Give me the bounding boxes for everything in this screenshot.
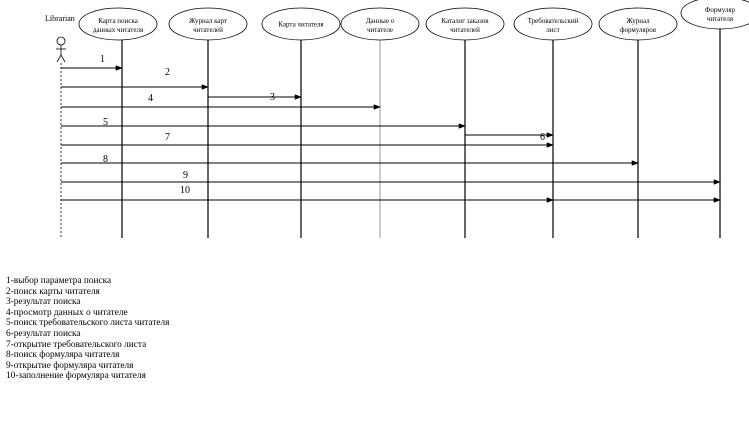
message-label: 3 xyxy=(270,92,275,103)
message-label: 1 xyxy=(100,54,105,65)
message-8: 8 xyxy=(61,154,639,166)
legend-item: 10-заполнение формуляра читателя xyxy=(6,371,146,382)
actor-label: Librarian xyxy=(45,14,75,23)
legend-item: 7-открытие требовательского листа xyxy=(6,339,147,350)
message-10: 10 xyxy=(61,185,721,203)
message-5: 5 xyxy=(61,117,466,129)
stick-figure-icon xyxy=(56,36,66,63)
message-3: 3 xyxy=(208,92,302,103)
message-label: 9 xyxy=(183,170,188,181)
object-ellipse xyxy=(340,7,420,41)
message-label: 4 xyxy=(148,93,153,104)
actor-librarian: Librarian xyxy=(45,14,75,238)
message-7: 7 xyxy=(61,132,554,148)
legend-item: 4-просмотр данных о читателе xyxy=(6,307,128,318)
message-label: 5 xyxy=(103,117,108,128)
legend-item: 3-результат поиска xyxy=(6,297,81,308)
message-label: 7 xyxy=(165,132,170,143)
object-3: Карта читателя xyxy=(261,7,341,238)
object-ellipse xyxy=(513,7,593,41)
message-9: 9 xyxy=(61,170,721,185)
legend-item: 9-открытие формуляра читателя xyxy=(6,360,134,371)
message-label: 2 xyxy=(165,67,170,78)
message-2: 2 xyxy=(61,67,209,90)
legend-item: 1-выбор параметра поиска xyxy=(6,276,112,286)
legend-item: 8-поиск формуляра читателя xyxy=(6,350,120,361)
message-label: 10 xyxy=(180,185,190,196)
legend-item: 2-поиск карты читателя xyxy=(6,286,100,297)
legend-item: 6-результат поиска xyxy=(6,328,81,339)
message-label: 8 xyxy=(103,154,108,165)
message-4: 4 xyxy=(61,93,381,110)
object-label: Карта читателя xyxy=(278,21,324,29)
legend-item: 5-поиск требовательского листа читателя xyxy=(6,318,170,329)
object-ellipse xyxy=(261,7,341,41)
message-label: 6 xyxy=(540,132,545,143)
object-ellipse xyxy=(680,0,749,30)
object-ellipse xyxy=(598,7,678,41)
object-ellipse xyxy=(168,7,248,41)
message-1: 1 xyxy=(61,54,123,71)
message-6: 6 xyxy=(465,132,554,143)
object-ellipse xyxy=(78,7,158,41)
object-ellipse xyxy=(425,7,505,41)
